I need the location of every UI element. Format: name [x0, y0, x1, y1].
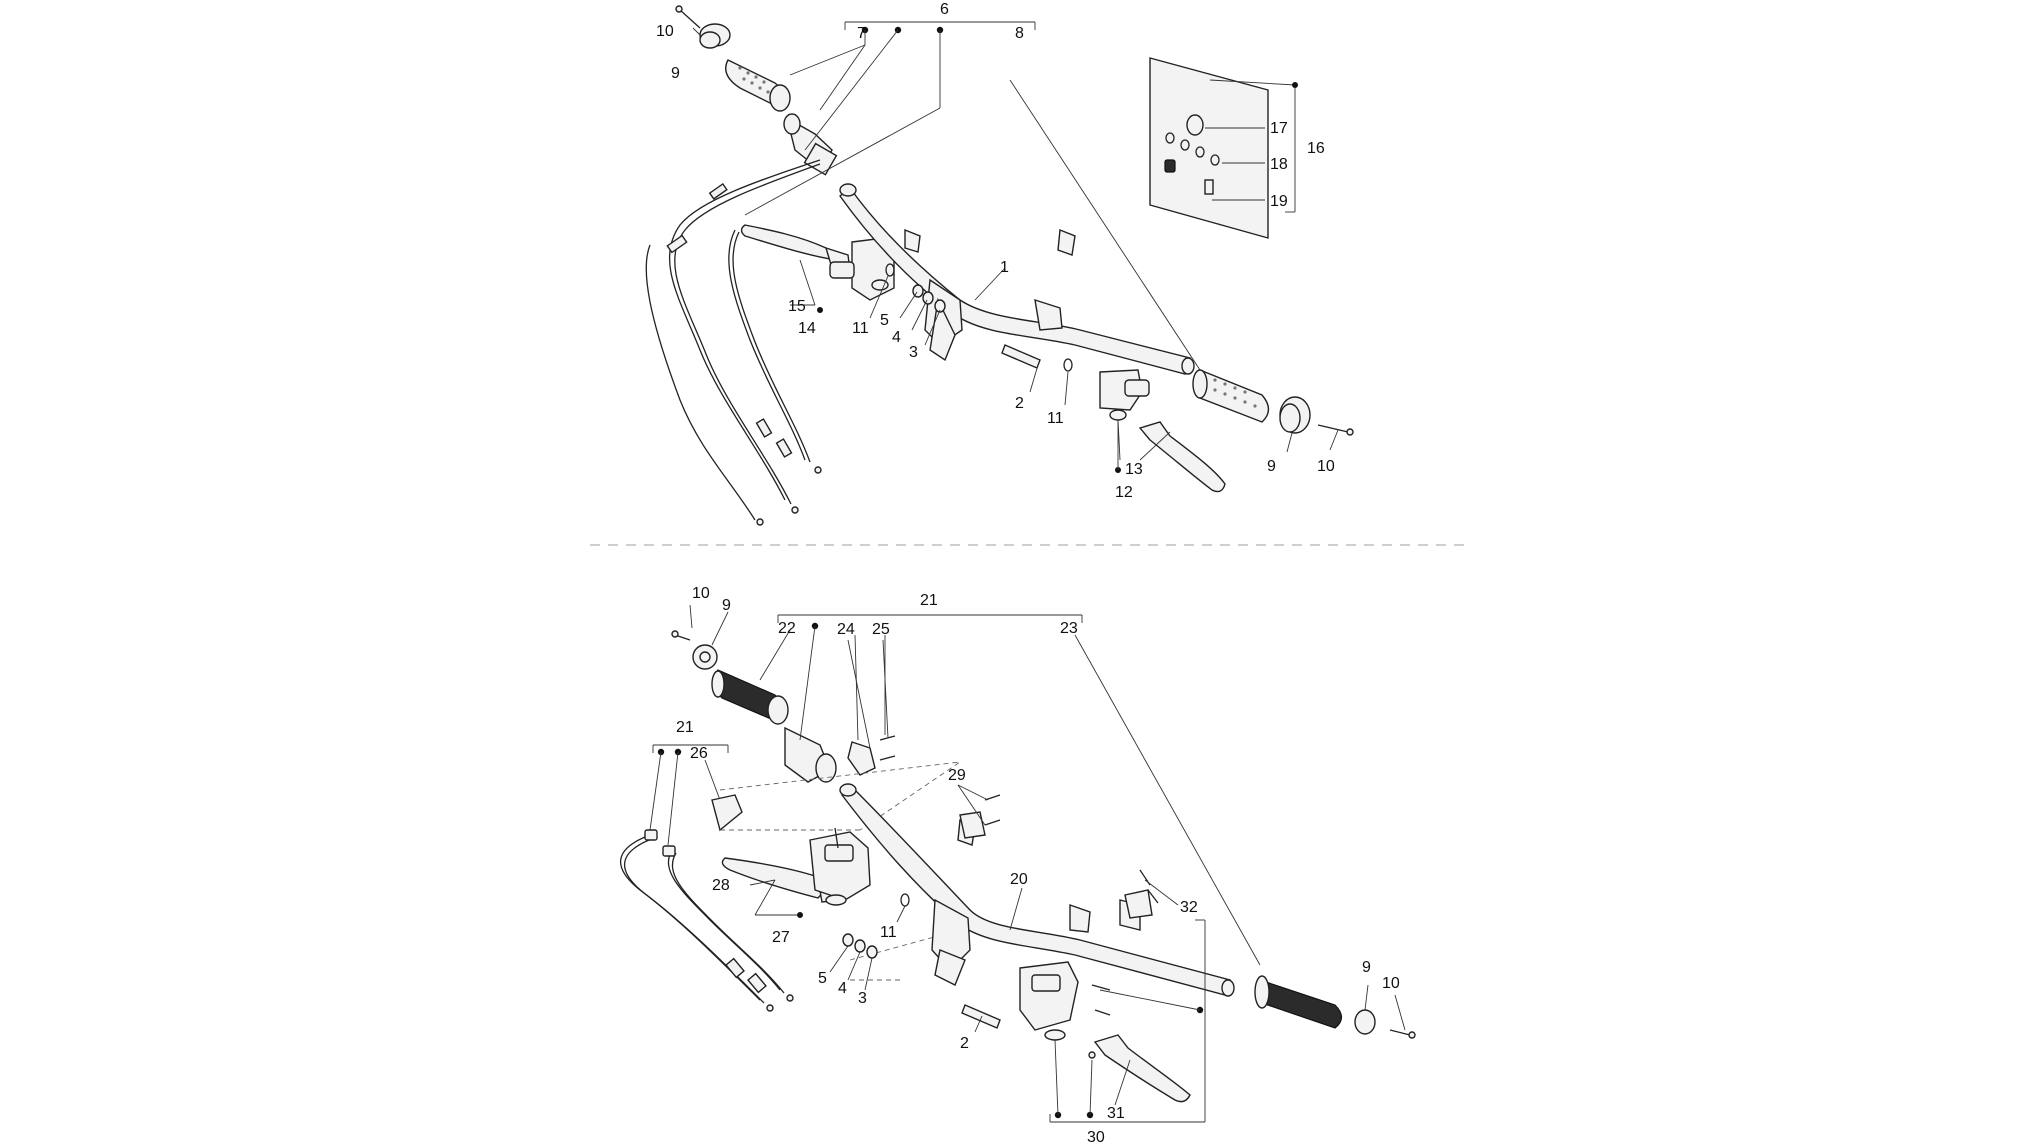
callout-label: 31 [1107, 1105, 1125, 1122]
callout-label: 11 [852, 320, 869, 337]
bolt-part [675, 5, 701, 29]
right-end-cap-part [1354, 1009, 1416, 1039]
callout-label: 5 [880, 312, 889, 329]
callout-label: 12 [1115, 484, 1133, 501]
right-lever-part [1138, 421, 1226, 493]
callout-label: 20 [1010, 871, 1028, 888]
clamp-part [1124, 869, 1159, 919]
right-grip-dark-part [1254, 975, 1343, 1029]
callout-bracket-21 [759, 614, 1261, 966]
callout-label: 9 [722, 597, 731, 614]
callout-label: 25 [872, 621, 890, 638]
pin-part [1001, 344, 1041, 369]
clamp-part [959, 794, 1001, 839]
right-lever-part [1093, 1034, 1191, 1103]
callout-label: 21 [676, 719, 694, 736]
o-ring-part [885, 263, 1073, 372]
callout-label: 5 [818, 970, 827, 987]
upper-assembly: 10 9 7 6 8 17 16 18 19 1 15 14 11 5 4 3 … [645, 1, 1354, 526]
callout-label: 3 [858, 990, 867, 1007]
throttle-tube-part [783, 113, 838, 176]
callout-label: 10 [692, 585, 710, 602]
callout-bracket-21-left [649, 744, 729, 846]
upper-leaders [692, 27, 1339, 473]
callout-label: 4 [838, 980, 847, 997]
callout-label: 32 [1180, 899, 1198, 916]
right-grip-part [1192, 369, 1270, 423]
end-weight-part [699, 23, 731, 49]
callout-label: 9 [1267, 458, 1276, 475]
callout-label: 8 [1015, 25, 1024, 42]
callout-label: 11 [1047, 410, 1064, 427]
left-master-cylinder-part [809, 827, 871, 906]
washers-part [842, 933, 878, 959]
callout-label: 11 [880, 924, 897, 941]
callout-label: 7 [857, 25, 866, 42]
callout-label: 28 [712, 877, 730, 894]
left-grip-dark-part [711, 669, 789, 725]
callout-bracket-30 [1049, 919, 1206, 1123]
callout-label: 2 [1015, 395, 1024, 412]
left-master-cylinder-part [829, 237, 895, 301]
callout-bracket-6 [744, 21, 1201, 371]
lower-callout-labels: 10 9 22 21 24 25 23 21 26 29 20 32 28 27… [676, 585, 1400, 1145]
callout-label: 10 [1382, 975, 1400, 992]
kit-16-panel [1149, 57, 1298, 239]
callout-label: 10 [656, 23, 674, 40]
callout-label: 10 [1317, 458, 1335, 475]
callout-label: 9 [671, 65, 680, 82]
right-end-weight-part [1279, 396, 1354, 436]
throttle-tube-part [784, 726, 896, 783]
callout-label: 2 [960, 1035, 969, 1052]
lower-cables [619, 829, 794, 1012]
callout-label: 22 [778, 620, 796, 637]
callout-label: 1 [1000, 259, 1009, 276]
callout-label: 24 [837, 621, 855, 638]
upper-callout-labels: 10 9 7 6 8 17 16 18 19 1 15 14 11 5 4 3 … [656, 1, 1335, 501]
callout-label: 29 [948, 767, 966, 784]
bolt-part [671, 630, 691, 641]
right-master-cylinder-part [1099, 369, 1150, 421]
lower-leaders [689, 604, 1406, 1106]
callout-label: 26 [690, 745, 708, 762]
callout-label: 13 [1125, 461, 1143, 478]
lower-assembly: 10 9 22 21 24 25 23 21 26 29 20 32 28 27… [619, 585, 1416, 1145]
callout-label: 3 [909, 344, 918, 361]
callout-label: 14 [798, 320, 816, 337]
callout-label: 18 [1270, 156, 1288, 173]
callout-label: 17 [1270, 120, 1288, 137]
throttle-cables [645, 159, 822, 526]
callout-label: 21 [920, 592, 938, 609]
o-ring-part [900, 893, 910, 907]
callout-label: 23 [1060, 620, 1078, 637]
callout-label: 27 [772, 929, 790, 946]
callout-label: 4 [892, 329, 901, 346]
handlebar-part [839, 183, 1195, 375]
end-cap-part [692, 644, 718, 670]
callout-label: 30 [1087, 1129, 1105, 1145]
callout-label: 16 [1307, 140, 1325, 157]
left-grip-part [725, 59, 791, 112]
right-master-cylinder-part [1019, 961, 1111, 1041]
callout-label: 9 [1362, 959, 1371, 976]
callout-label: 15 [788, 298, 806, 315]
handlebar-part [839, 783, 1235, 997]
callout-label: 19 [1270, 193, 1288, 210]
clamp-part [711, 794, 743, 832]
pin-part [961, 1004, 1001, 1029]
callout-label: 6 [940, 1, 949, 18]
